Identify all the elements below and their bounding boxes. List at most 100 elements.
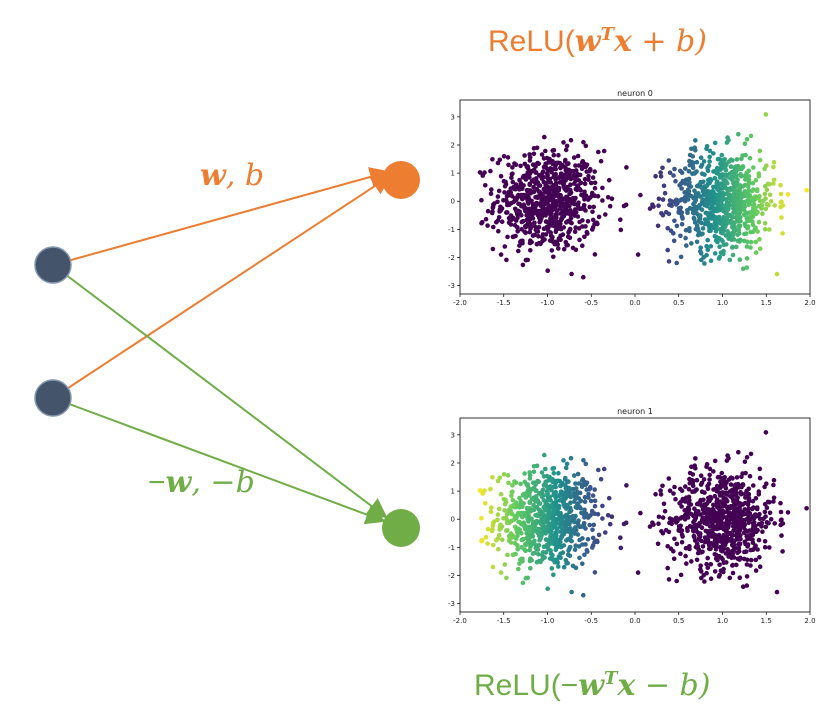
scatter-point bbox=[682, 181, 688, 186]
scatter-point bbox=[707, 524, 713, 529]
scatter-point bbox=[536, 225, 542, 230]
scatter-point bbox=[778, 191, 784, 197]
scatter-point bbox=[542, 452, 547, 458]
scatter-point bbox=[740, 482, 746, 488]
scatter-point bbox=[733, 228, 738, 233]
scatter-point bbox=[699, 199, 705, 205]
scatter-point bbox=[673, 520, 679, 525]
scatter-point bbox=[748, 557, 754, 563]
scatter-point bbox=[678, 516, 683, 521]
scatter-point bbox=[718, 492, 724, 497]
scatter-point bbox=[525, 209, 530, 215]
scatter-point bbox=[734, 219, 739, 224]
scatter-point bbox=[543, 213, 548, 218]
scatter-point bbox=[519, 531, 524, 536]
scatter-point bbox=[541, 497, 547, 503]
scatter-point bbox=[674, 541, 680, 547]
scatter-point bbox=[606, 495, 612, 501]
scatter-point bbox=[725, 521, 731, 527]
scatter-point bbox=[519, 213, 524, 218]
scatter-point bbox=[485, 208, 491, 214]
scatter-point bbox=[546, 228, 551, 234]
scatter-point bbox=[606, 177, 612, 183]
scatter-point bbox=[715, 537, 721, 542]
scatter-point bbox=[536, 552, 541, 557]
x-tick-label: 0.0 bbox=[629, 299, 640, 307]
scatter-point bbox=[566, 479, 571, 484]
scatter-point bbox=[744, 534, 749, 539]
scatter-point bbox=[495, 194, 501, 199]
scatter-point bbox=[528, 248, 533, 253]
scatter-point bbox=[540, 550, 546, 555]
scatter-point bbox=[698, 213, 703, 218]
scatter-point bbox=[568, 137, 574, 143]
scatter-point bbox=[503, 197, 509, 203]
scatter-point bbox=[736, 165, 742, 170]
scatter-point bbox=[590, 209, 595, 215]
scatter-point bbox=[583, 143, 589, 149]
y-tick-label: 1 bbox=[451, 488, 455, 496]
scatter-point bbox=[734, 244, 739, 250]
scatter-point bbox=[558, 555, 563, 561]
scatter-point bbox=[542, 190, 548, 195]
scatter-point bbox=[715, 168, 720, 173]
scatter-point bbox=[551, 189, 557, 195]
scatter-point bbox=[672, 218, 677, 224]
scatter-point bbox=[556, 564, 561, 569]
scatter-point bbox=[573, 481, 578, 486]
scatter-point bbox=[753, 205, 758, 211]
scatter-point bbox=[529, 540, 535, 546]
scatter-point bbox=[547, 494, 553, 500]
scatter-point bbox=[696, 509, 701, 514]
scatter-point bbox=[694, 477, 700, 483]
scatter-point bbox=[563, 475, 568, 481]
scatter-point bbox=[496, 546, 501, 552]
scatter-point bbox=[771, 499, 776, 504]
scatter-point bbox=[689, 559, 694, 564]
scatter-point bbox=[706, 177, 711, 183]
scatter-point bbox=[745, 557, 750, 563]
scatter-point bbox=[568, 508, 574, 514]
scatter-point bbox=[705, 555, 710, 561]
scatter-point bbox=[683, 227, 689, 233]
scatter-point bbox=[755, 527, 760, 533]
scatter-point bbox=[531, 167, 537, 173]
scatter-point bbox=[553, 163, 558, 168]
scatter-point bbox=[713, 556, 719, 561]
scatter-point bbox=[690, 165, 696, 171]
scatter-point bbox=[780, 521, 786, 526]
scatter-point bbox=[738, 490, 743, 495]
scatter-point bbox=[596, 214, 602, 220]
scatter-point bbox=[595, 194, 601, 199]
scatter-point bbox=[728, 157, 734, 162]
scatter-point bbox=[578, 498, 584, 504]
scatter-point bbox=[725, 509, 730, 515]
scatter-point bbox=[804, 188, 809, 193]
scatter-point bbox=[693, 138, 698, 143]
scatter-point bbox=[744, 455, 750, 460]
scatter-point bbox=[575, 171, 580, 177]
scatter-point bbox=[719, 152, 725, 158]
scatter-point bbox=[724, 498, 730, 504]
scatter-point bbox=[520, 556, 525, 562]
scatter-point bbox=[665, 226, 670, 231]
scatter-point bbox=[721, 183, 727, 189]
scatter-point bbox=[748, 239, 754, 245]
scatter-point bbox=[563, 157, 568, 163]
scatter-point bbox=[479, 220, 484, 226]
scatter-point bbox=[568, 190, 574, 196]
scatter-point bbox=[736, 449, 741, 455]
scatter-point bbox=[515, 526, 521, 532]
scatter-point bbox=[592, 487, 597, 492]
scatter-point bbox=[721, 501, 727, 507]
scatter-point bbox=[719, 201, 724, 207]
scatter-point bbox=[694, 159, 700, 165]
scatter-point bbox=[706, 189, 711, 194]
scatter-point bbox=[751, 211, 756, 217]
scatter-point bbox=[560, 164, 566, 169]
scatter-point bbox=[591, 204, 596, 210]
scatter-point bbox=[748, 229, 753, 235]
scatter-point bbox=[561, 492, 567, 498]
scatter-point bbox=[730, 206, 736, 211]
